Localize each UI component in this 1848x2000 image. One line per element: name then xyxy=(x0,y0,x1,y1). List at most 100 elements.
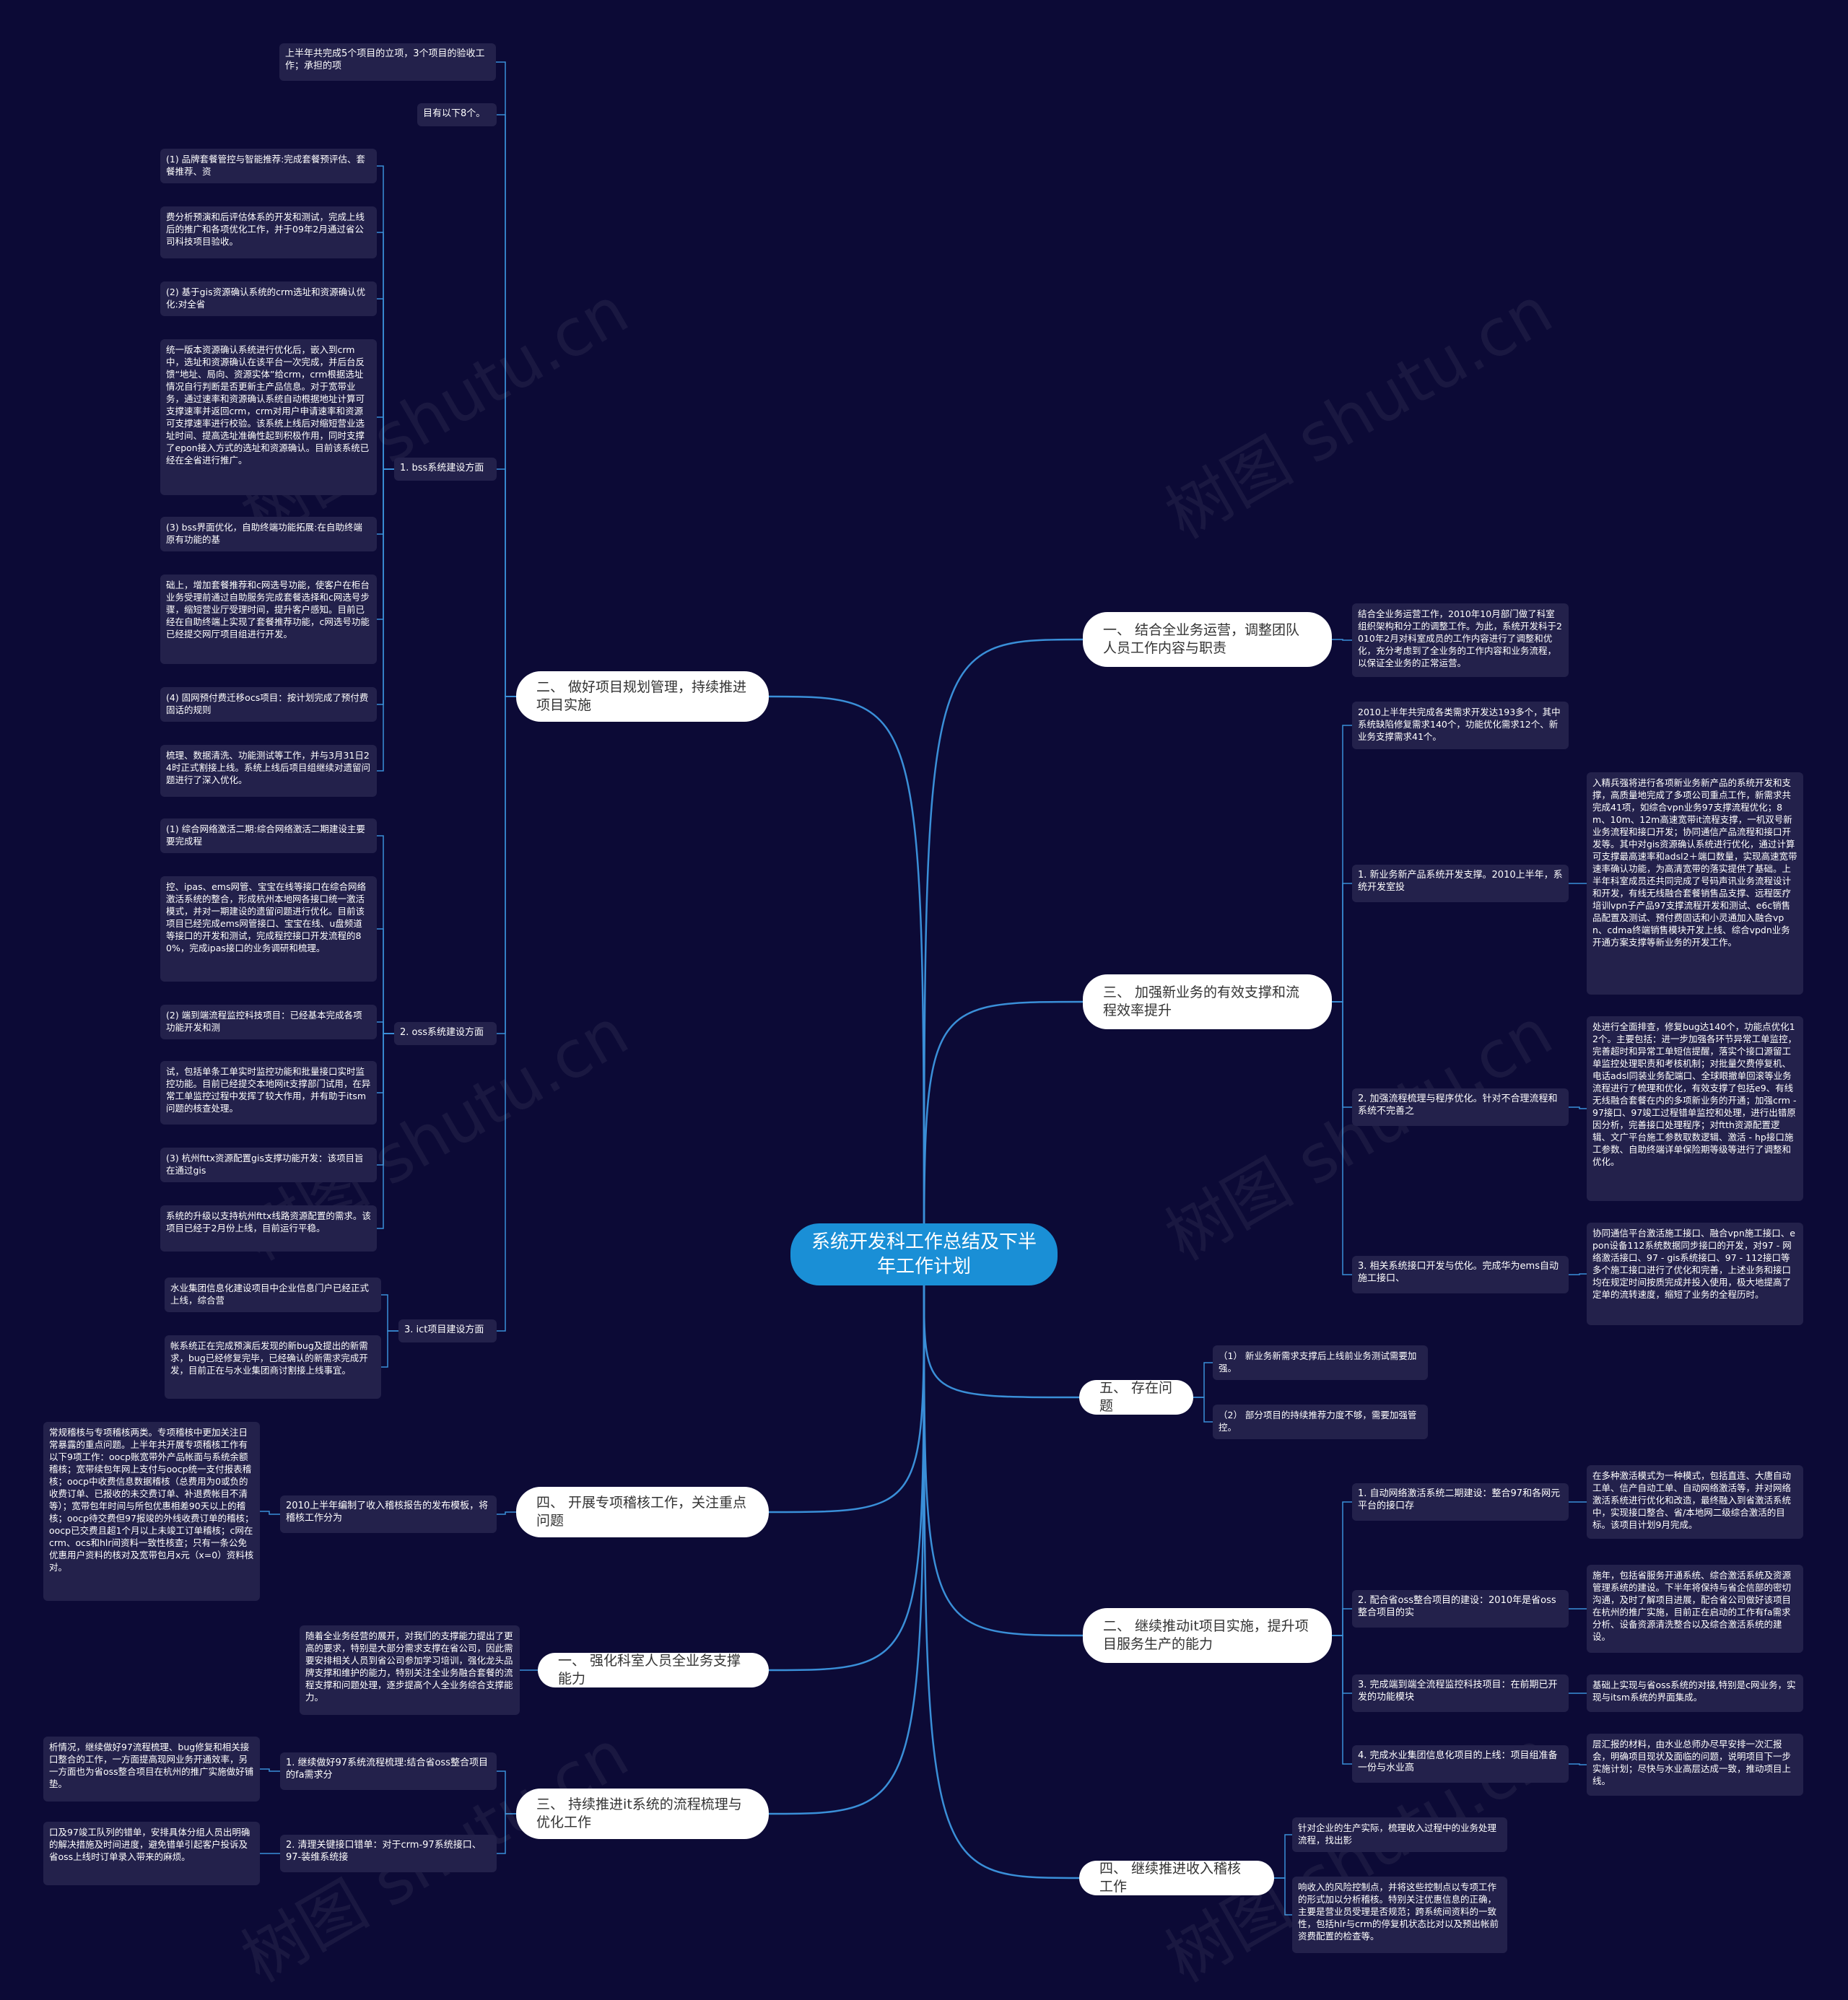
connector-line xyxy=(923,1285,1084,1637)
text-node[interactable]: 控、ipas、ems网管、宝宝在线等接口在综合网络激活系统的整合，形成杭州本地网… xyxy=(160,876,377,982)
sub-topic[interactable]: 1. 新业务新产品系统开发支撑。2010上半年，系统开发室投 xyxy=(1352,865,1569,902)
connector-line xyxy=(497,1770,516,1815)
sub-topic[interactable]: 1. 自动网络激活系统二期建设：整合97和各网元平台的接口存 xyxy=(1352,1483,1569,1521)
connector-line xyxy=(377,1021,394,1034)
text-node[interactable]: (2) 端到端流程监控科技项目：已经基本完成各项功能开发和测 xyxy=(160,1005,377,1039)
connector-line xyxy=(496,61,516,697)
text-node[interactable]: (4) 固网预付费迁移ocs项目：按计划完成了预付费固话的规则 xyxy=(160,687,377,722)
connector-line xyxy=(377,416,394,470)
text-node[interactable]: 口及97竣工队列的错单，安排具体分组人员出明确的解决措施及时间进度，避免错单引起… xyxy=(43,1822,260,1885)
text-node[interactable]: 水业集团信息化建设项目中企业信息门户已经正式上线，综合营 xyxy=(165,1278,381,1312)
text-node[interactable]: (3) 杭州fttx资源配置gis支撑功能开发：该项目旨在通过gis xyxy=(160,1148,377,1182)
sub-topic[interactable]: 3. ict项目建设方面 xyxy=(398,1319,497,1342)
text-node[interactable]: 常规稽核与专项稽核两类。专项稽核中更加关注日常暴露的重点问题。上半年共开展专项稽… xyxy=(43,1422,260,1601)
connector-line xyxy=(377,468,394,705)
root-topic[interactable]: 系统开发科工作总结及下半年工作计划 xyxy=(790,1223,1058,1285)
connector-line xyxy=(377,165,394,470)
branch-process-optimization[interactable]: 三、 持续推进it系统的流程梳理与优化工作 xyxy=(516,1789,769,1839)
text-node[interactable]: (2) 基于gis资源确认系统的crm选址和资源确认优化:对全省 xyxy=(160,281,377,316)
text-node[interactable]: 统一版本资源确认系统进行优化后，嵌入到crm中，选址和资源确认在该平台一次完成，… xyxy=(160,339,377,495)
text-node[interactable]: 处进行全面排查，修复bug达140个，功能点优化12个。主要包括：进一步加强各环… xyxy=(1587,1016,1803,1201)
connector-line xyxy=(377,1033,394,1166)
text-node[interactable]: 系统的升级以支持杭州fttx线路资源配置的需求。该项目已经于2月份上线，目前运行… xyxy=(160,1205,377,1252)
branch-new-business-support[interactable]: 三、 加强新业务的有效支撑和流程效率提升 xyxy=(1083,974,1332,1029)
connector-line xyxy=(377,928,394,1034)
text-node[interactable]: 础上，增加套餐推荐和c网选号功能，使客户在柜台业务受理前通过自助服务完成套餐选择… xyxy=(160,575,377,664)
connector-line xyxy=(377,835,394,1034)
sub-topic[interactable]: 1. 继续做好97系统流程梳理:结合省oss整合项目的fa需求分 xyxy=(280,1752,497,1790)
connector-line xyxy=(768,1285,925,1672)
connector-line xyxy=(377,468,394,535)
sub-topic[interactable]: 2010上半年编制了收入稽核报告的发布模板，将稽核工作分为 xyxy=(280,1495,497,1533)
connector-line xyxy=(1332,1001,1352,1275)
connector-line xyxy=(260,1511,280,1515)
text-node[interactable]: (3) bss界面优化，自助终端功能拓展:在自助终端原有功能的基 xyxy=(160,517,377,551)
sub-topic[interactable]: 3. 相关系统接口开发与优化。完成华为ems自动施工接口、 xyxy=(1352,1256,1569,1293)
connector-line xyxy=(1332,883,1352,1003)
connector-line xyxy=(381,1330,398,1368)
sub-topic[interactable]: 1. bss系统建设方面 xyxy=(394,458,497,481)
text-node[interactable]: 响收入的风险控制点，并将这些控制点以专项工作的形式加以分析稽核。特别关注优惠信息… xyxy=(1292,1877,1507,1953)
connector-line xyxy=(377,1033,394,1093)
text-node[interactable]: 协同通信平台激活施工接口、融合vpn施工接口、epon设备112系统数据同步接口… xyxy=(1587,1223,1803,1325)
connector-line xyxy=(497,1511,516,1515)
text-node[interactable]: （2） 部分项目的持续推荐力度不够，需要加强管控。 xyxy=(1213,1405,1428,1439)
connector-line xyxy=(377,1033,394,1229)
text-node[interactable]: (1) 品牌套餐管控与智能推荐:完成套餐预评估、套餐推荐、资 xyxy=(160,149,377,183)
text-node[interactable]: 结合全业务运营工作，2010年10月部门做了科室组织架构和分工的调整工作。为此，… xyxy=(1352,603,1569,677)
connector-line xyxy=(1274,1877,1292,1916)
sub-topic[interactable]: 2. 加强流程梳理与程序优化。针对不合理流程和系统不完善之 xyxy=(1352,1088,1569,1126)
text-node[interactable]: （1） 新业务新需求支撑后上线前业务测试需要加强。 xyxy=(1213,1345,1428,1380)
text-node[interactable]: (1) 综合网络激活二期:综合网络激活二期建设主要要完成程 xyxy=(160,818,377,853)
connector-line xyxy=(497,696,516,1034)
text-node[interactable]: 施年，包括省服务开通系统、综合激活系统及资源管理系统的建设。下半年将保持与省企信… xyxy=(1587,1565,1803,1653)
branch-team-adjustment[interactable]: 一、 结合全业务运营，调整团队人员工作内容与职责 xyxy=(1083,612,1332,667)
text-node[interactable]: 试，包括单条工单实时监控功能和批量接口实时监控功能。目前已经提交本地网it支撑部… xyxy=(160,1061,377,1125)
text-node[interactable]: 梳理、数据清洗、功能测试等工作，并与3月31日24时正式割接上线。系统上线后项目… xyxy=(160,745,377,797)
connector-line xyxy=(377,468,394,772)
sub-topic[interactable]: 2. 配合省oss整合项目的建设：2010年是省oss整合项目的实 xyxy=(1352,1590,1569,1628)
connector-line xyxy=(1569,1106,1587,1109)
sub-topic[interactable]: 上半年共完成5个项目的立项，3个项目的验收工作；承担的项 xyxy=(279,43,496,81)
branch-project-management[interactable]: 二、 做好项目规划管理，持续推进项目实施 xyxy=(516,671,769,722)
text-node[interactable]: 费分析预演和后评估体系的开发和测试，完成上线后的推广和各项优化工作，并于09年2… xyxy=(160,206,377,258)
sub-topic[interactable]: 2. oss系统建设方面 xyxy=(394,1022,497,1045)
sub-topic[interactable]: 4. 完成水业集团信息化项目的上线：项目组准备一份与水业高 xyxy=(1352,1745,1569,1783)
text-node[interactable]: 基础上实现与省oss系统的对接,特别是c网业务，实现与itsm系统的界面集成。 xyxy=(1587,1674,1803,1712)
connector-line xyxy=(1332,1635,1352,1765)
connector-line xyxy=(1193,1397,1213,1423)
connector-line xyxy=(1332,725,1352,1003)
sub-topic[interactable]: 目有以下8个。 xyxy=(417,103,497,126)
connector-line xyxy=(1569,1763,1587,1765)
branch-it-project-plan[interactable]: 二、 继续推动it项目实施，提升项目服务生产的能力 xyxy=(1083,1608,1332,1663)
connector-line xyxy=(377,298,394,470)
connector-line xyxy=(768,1285,925,1514)
connector-line xyxy=(923,1285,1080,1879)
text-node[interactable]: 帐系统正在完成预演后发现的新bug及提出的新需求，bug已经修复完毕，已经确认的… xyxy=(165,1335,381,1399)
branch-existing-problems[interactable]: 五、 存在问题 xyxy=(1079,1380,1193,1415)
connector-line xyxy=(768,695,925,1286)
connector-line xyxy=(1332,1635,1352,1694)
sub-topic[interactable]: 2. 清理关键接口错单：对于crm-97系统接口、97-装维系统接 xyxy=(280,1835,497,1872)
connector-line xyxy=(923,1285,1080,1399)
connector-line xyxy=(1332,1001,1352,1108)
connector-line xyxy=(923,638,1084,1286)
text-node[interactable]: 随着全业务经营的展开，对我们的支撑能力提出了更高的要求，特别是大部分需求支撑在省… xyxy=(300,1625,520,1715)
text-node[interactable]: 2010上半年共完成各类需求开发达193多个，其中系统缺陷修复需求140个，功能… xyxy=(1352,702,1569,749)
branch-revenue-audit-plan[interactable]: 四、 继续推进收入稽核工作 xyxy=(1079,1861,1274,1895)
text-node[interactable]: 析情况，继续做好97流程梳理、bug修复和相关接口整合的工作，一方面提高现网业务… xyxy=(43,1737,260,1802)
text-node[interactable]: 针对企业的生产实际，梳理收入过程中的业务处理流程，找出影 xyxy=(1292,1817,1507,1852)
text-node[interactable]: 在多种激活模式为一种模式，包括直连、大唐自动工单、信产自动工单、自动网络激活等，… xyxy=(1587,1465,1803,1539)
branch-staff-capability[interactable]: 一、 强化科室人员全业务支撑能力 xyxy=(538,1653,769,1687)
text-node[interactable]: 入精兵强将进行各项新业务新产品的系统开发和支撑，高质量地完成了多项公司重点工作，… xyxy=(1587,772,1803,995)
connector-line xyxy=(497,1813,516,1854)
connector-line xyxy=(1569,1273,1587,1275)
branch-special-audit[interactable]: 四、 开展专项稽核工作，关注重点问题 xyxy=(516,1487,769,1537)
connector-line xyxy=(381,1294,398,1332)
connector-line xyxy=(1332,1608,1352,1636)
sub-topic[interactable]: 3. 完成端到端全流程监控科技项目：在前期已开发的功能模块 xyxy=(1352,1674,1569,1712)
connector-line xyxy=(377,232,394,470)
text-node[interactable]: 层汇报的材料，由水业总师办尽早安排一次汇报会，明确项目现状及面临的问题，说明项目… xyxy=(1587,1734,1803,1796)
connector-line xyxy=(768,1285,925,1815)
